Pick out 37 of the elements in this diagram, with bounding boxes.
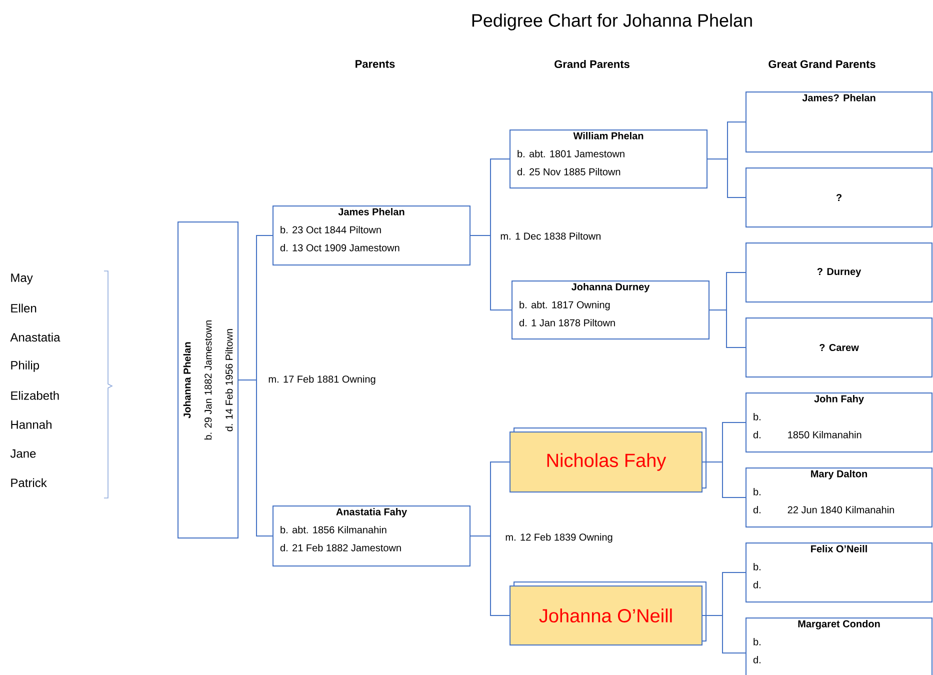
column-heading: Great Grand Parents xyxy=(768,60,876,68)
column-heading: Parents xyxy=(356,60,395,68)
connector-line xyxy=(702,462,746,498)
child-name: Patrick xyxy=(11,478,47,488)
child-name: Anastatia xyxy=(10,332,60,342)
child-name: May xyxy=(11,274,33,284)
child-name: Philip xyxy=(11,360,40,372)
marriage-note: m. 1 Dec 1838 Piltown xyxy=(500,232,600,240)
marriage-note: m. 12 Feb 1839 Owning xyxy=(506,533,612,543)
marriage-note: m. 17 Feb 1881 Owning xyxy=(268,375,376,385)
person-box: Margaret Condon b. d. xyxy=(746,618,933,675)
connector-line xyxy=(707,158,746,198)
person-box: ? Carew xyxy=(746,318,933,378)
person-box: James Phelan b. 23 Oct 1844 Piltown d. 13 Oct 1909 Jamestown xyxy=(272,206,470,266)
person-box: ? Durney xyxy=(746,242,933,302)
child-name: Jane xyxy=(10,449,36,458)
person-box: James? Phelan xyxy=(746,92,933,152)
connector-line xyxy=(470,536,510,616)
person-box: Johanna Durney b. abt. 1817 Owning d. 1 Jan 1878 Piltown xyxy=(512,280,710,340)
person-box: Anastatia Fahy b. abt. 1856 Kilmanahin d. 21 Feb 1882 Jamestown xyxy=(272,506,470,566)
person-box: Felix O’Neill b. d. xyxy=(746,542,933,602)
person-box: Johanna Phelan b. 29 Jan 1882 Jamestown d. 14 Feb 1956 Piltown xyxy=(178,222,238,538)
connector-line xyxy=(470,235,512,310)
child-name: Hannah xyxy=(11,420,52,429)
connector-line xyxy=(709,310,746,348)
person-box: John Fahy b. d. 1850 Kilmanahin xyxy=(746,392,933,452)
person-box: William Phelan b. abt. 1801 Jamestown d. 25 Nov 1885 Piltown xyxy=(510,130,708,188)
connector-line xyxy=(702,615,746,654)
person-box: Mary Dalton b. d. 22 Jun 1840 Kilmanahin xyxy=(746,468,933,528)
child-name: Elizabeth xyxy=(11,391,59,400)
person-box: ? xyxy=(746,168,933,228)
child-name: Ellen xyxy=(11,304,36,312)
person-box: Nicholas Fahy xyxy=(510,428,706,492)
title: Pedigree Chart for Johanna Phelan xyxy=(472,14,752,30)
person-box: Johanna O’Neill xyxy=(510,582,706,646)
column-heading: Grand Parents xyxy=(554,60,630,68)
connector-line xyxy=(238,380,273,536)
